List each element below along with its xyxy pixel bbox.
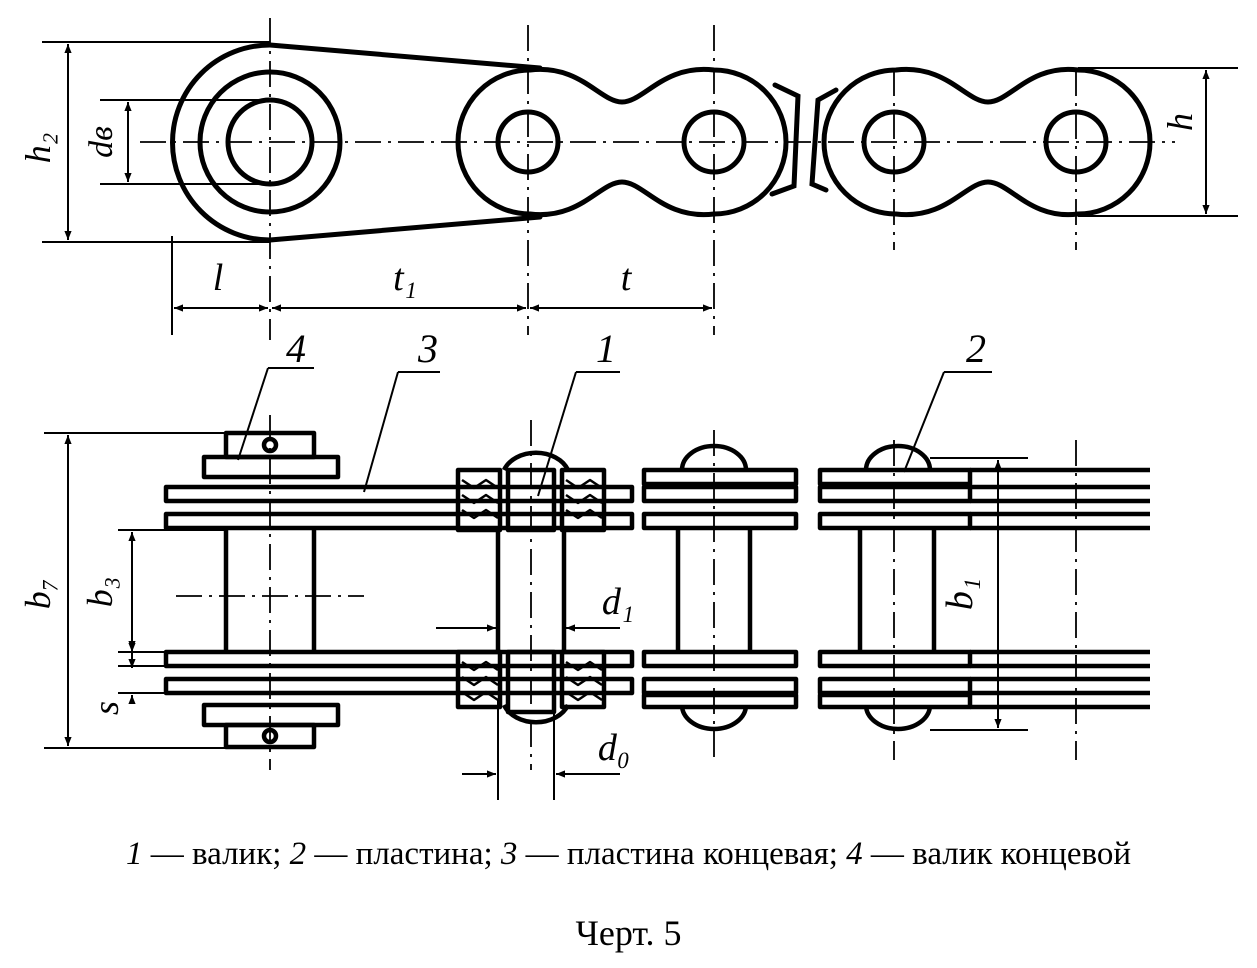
label-t: t (621, 257, 633, 299)
legend-item-4: 4 — валик концевой (846, 836, 1131, 872)
legend-num: 1 (125, 836, 143, 872)
legend-text: пластина концевая (566, 836, 829, 872)
label-h: h (1160, 113, 1200, 131)
label-d0: d₀ (598, 727, 630, 769)
legend-item-1: 1 — валик (126, 836, 272, 872)
legend-num: 4 (846, 836, 863, 872)
second-pin (641, 443, 799, 732)
middle-hatching (461, 478, 603, 702)
legend-item-2: 2 — пластина (290, 836, 484, 872)
callout-2: 2 (966, 326, 986, 371)
legend-separator: ; (828, 836, 847, 872)
right-pin (817, 443, 1150, 732)
legend-dash: — (142, 836, 192, 872)
legend-num: 2 (289, 836, 307, 872)
label-d1: d₁ (602, 581, 634, 623)
top-centerlines (140, 18, 1175, 340)
bottom-view (163, 430, 1150, 750)
label-d-v: dв (83, 126, 120, 158)
bottom-centerlines (176, 415, 1077, 770)
legend-text: пластина (355, 836, 484, 872)
middle-pin (455, 450, 607, 725)
legend-separator: ; (483, 836, 501, 872)
chain-drawing: h₂ dв h l t₁ t (18, 18, 1238, 800)
end-plates-lower (163, 649, 635, 696)
end-pin (201, 430, 341, 750)
callout-4: 4 (286, 326, 306, 371)
label-b3: b₃ (80, 577, 120, 608)
legend-text: валик концевой (912, 836, 1132, 872)
legend-separator: ; (272, 836, 290, 872)
label-s: s (86, 701, 126, 715)
figure-caption: Черт. 5 (575, 913, 682, 953)
label-h2: h₂ (18, 133, 58, 164)
label-b1: b₁ (939, 578, 981, 610)
legend-text: валик (191, 836, 273, 872)
bottom-dimensions (44, 367, 1028, 800)
legend-item-3: 3 — пластина концевая (501, 836, 829, 872)
legend-dash: — (306, 836, 356, 872)
label-b7: b₇ (18, 579, 58, 610)
label-l: l (213, 257, 224, 299)
end-plates-upper (163, 484, 635, 531)
callout-1: 1 (596, 326, 616, 371)
legend: 1 — валик; 2 — пластина; 3 — пластина ко… (0, 836, 1257, 873)
label-t1: t₁ (393, 257, 417, 299)
legend-num: 3 (500, 836, 518, 872)
callout-3: 3 (417, 326, 438, 371)
legend-dash: — (862, 836, 913, 872)
top-dimensions (42, 41, 1238, 335)
legend-dash: — (517, 836, 567, 872)
